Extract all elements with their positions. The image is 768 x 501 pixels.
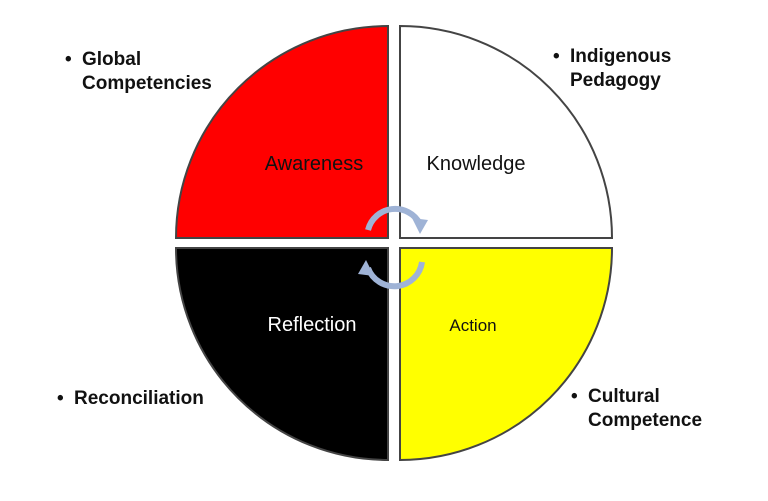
quadrant-label-awareness: Awareness	[265, 153, 364, 175]
quadrant-label-reflection: Reflection	[268, 314, 357, 336]
cycle-arrows-icon	[358, 205, 428, 290]
quadrant-action	[399, 247, 614, 462]
corner-label-global-competencies: • Global Competencies	[65, 49, 212, 94]
quadrant-label-knowledge: Knowledge	[427, 153, 526, 175]
quadrant-knowledge	[399, 24, 614, 239]
quadrant-label-action: Action	[449, 316, 496, 335]
bullet-icon: •	[57, 388, 64, 409]
bullet-icon: •	[65, 49, 72, 70]
quadrant-awareness	[174, 24, 389, 239]
corner-label-reconciliation: • Reconciliation	[57, 388, 204, 409]
bullet-icon: •	[571, 386, 578, 407]
corner-label-indigenous-pedagogy: • Indigenous Pedagogy	[553, 46, 672, 91]
quadrant-reflection	[174, 247, 389, 462]
bullet-icon: •	[553, 46, 560, 67]
corner-label-cultural-competence: • Cultural Competence	[571, 386, 703, 431]
